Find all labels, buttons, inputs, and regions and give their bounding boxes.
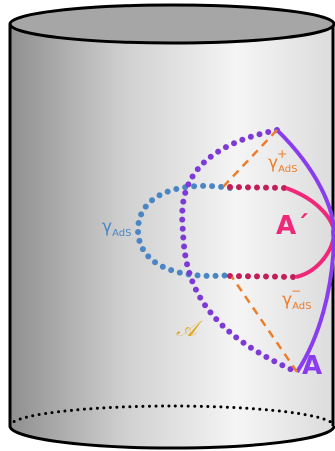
gamma-minus-segment: [230, 276, 299, 373]
cylinder-top-cap: [8, 3, 335, 45]
cylinder-body: [10, 24, 334, 448]
entanglement-wedge-boundary: [179, 127, 300, 375]
region-a-prime-label: A´: [276, 211, 309, 241]
region-a-label: A: [302, 351, 322, 381]
gamma-minus-label: γ−AdS: [282, 284, 312, 312]
gamma-ads-label: γAdS: [102, 217, 131, 239]
cylinder-bottom-rim-front: [8, 425, 335, 450]
region-a-arc: [275, 128, 335, 374]
gamma-plus-label: γ+AdS: [268, 147, 298, 175]
a-prime-dotted-curve: [227, 184, 299, 280]
